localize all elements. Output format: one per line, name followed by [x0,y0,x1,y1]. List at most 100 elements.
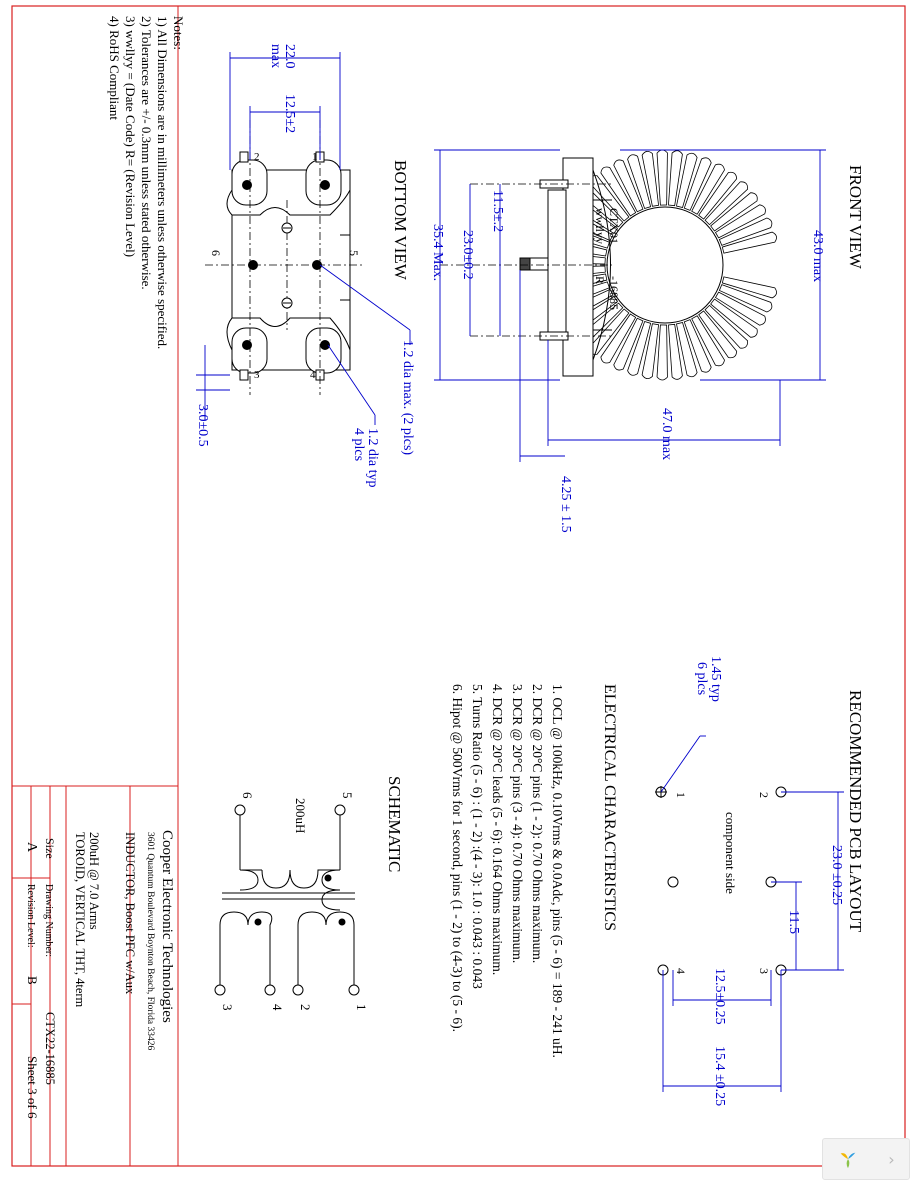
pcb-pin-3: 3 [757,968,771,974]
marking-line3: -16885 [607,276,621,310]
winding-turn [613,159,644,213]
toroid-marking: CTX01 wwllyy -16885 R [593,208,621,310]
pcb-dimensions [660,735,844,1092]
bottom-view: BOTTOM VIEW [195,44,415,488]
viewer-nav: › [822,1138,910,1180]
sheet-border [11,5,906,1167]
drawing-number: CTX22-16885 [43,1012,57,1085]
winding-turn [627,321,652,376]
notes-title: Notes: [171,16,186,50]
dim-front-width: 43.0 max [810,230,825,282]
note-item: 4) RoHS Compliant [107,16,122,120]
winding-turn [704,181,748,226]
polarity-dot [338,918,346,926]
bottom-view-dimensions [196,52,411,425]
schem-pin-1: 1 [354,1004,369,1011]
pcb-holes [655,786,787,976]
dim-pcb-c: 12.5±0.25 [712,968,727,1025]
winding-turn [721,276,777,299]
bottom-pin-3: 3 [254,369,260,381]
front-view-dim-text: 43.0 max 47.0 max 4.25 ± 1.5 11.5±.2 23.… [430,190,825,533]
bottom-view-dim-text: 22.0 max 12.5±2 3.0±0.5 1.2 dia max. (2 … [195,44,415,488]
pcb-dim-text: 23.0 ±0.25 11.5 12.5±0.25 15.4 ±0.25 1.4… [694,656,844,1106]
winding-turn [691,315,725,367]
schematic-wiring [219,810,355,985]
front-view: FRONT VIEW CTX01 wwllyy -16885 [430,149,865,533]
winding-turn [718,284,773,313]
dim-bottom-inner: 12.5±2 [282,94,297,133]
winding-turn [698,310,738,359]
note-item: 1) All Dimensions are in millimeters unl… [155,16,170,349]
winding-turn [641,323,660,379]
schematic-labels: 5 6 1 2 4 3 200uH [220,792,369,1011]
part-desc-2: TOROID, VERTICAL THT, 4term [73,832,87,1008]
winding-turn [668,150,683,207]
part-title: INDUCTOR, Boost PFC w/Aux [123,832,137,995]
polarity-dot [254,918,262,926]
dim-standoff: 3.0±0.5 [195,404,210,447]
dim-front-height: 47.0 max [659,408,674,460]
winding-turn [714,291,766,326]
winding-turn [675,321,698,378]
title-block-text: Cooper Electronic Technologies 3601 Quan… [24,830,175,1119]
electrical-item: 1. OCL @ 100kHz, 0.10Vrms & 0.0Adc, pins… [550,684,565,1058]
toroid-inner [606,206,724,324]
front-view-title: FRONT VIEW [846,165,865,270]
electrical-item: 3. DCR @ 20°C pins (3 - 4): 0.70 Ohms ma… [510,684,525,963]
drawing-number-label: Drawing Number: [43,884,54,957]
winding-turn [641,151,660,207]
component-side-label: component side [723,812,738,894]
dim-base-c: 35.4 Max. [430,224,445,281]
bottom-pin-5: 5 [347,250,361,256]
schem-inductance: 200uH [293,798,308,833]
winding-turn [710,192,758,232]
schem-pin-4: 4 [270,1004,285,1011]
pin-dot [248,260,258,270]
winding-turn [613,317,644,371]
winding-turn [721,231,777,254]
terminal [214,984,226,996]
pcb-layout: RECOMMENDED PCB LAYOUT 1 2 3 4 component… [655,656,865,1106]
terminal [334,804,346,816]
bottom-pin-labels: 1 2 3 4 5 6 [209,151,361,381]
marking-line1: CTX01 [607,208,621,244]
hole-note: 1.45 typ [708,656,723,702]
marking-line4: R [593,276,607,284]
callout-mount-hole: 1.2 dia max. (2 plcs) [400,340,415,455]
sheet-number: Sheet 3 of 6 [25,1056,40,1119]
dim-pcb-b: 11.5 [786,910,801,934]
company-address: 3601 Quantum Boulevard Boynton Beach, Fl… [145,832,155,1050]
revision-label: Revision Level: [25,884,36,948]
electrical-item: 5. Turns Ratio (5 - 6) : (1 - 2) :(4 - 3… [470,684,485,989]
schematic-title: SCHEMATIC [385,776,404,872]
winding-turn [683,157,712,211]
chevron-right-icon[interactable]: › [888,1149,895,1169]
dim-base-b: 23.0±0.2 [460,230,475,280]
bottom-view-title: BOTTOM VIEW [391,160,410,281]
winding-turn [600,166,637,217]
callout-pin-hole: 1.2 dia typ [365,428,380,488]
pin-dot [242,340,252,350]
pin-dot [242,180,252,190]
terminal [292,984,304,996]
pin-dot [312,260,322,270]
size-label: Size [43,838,57,859]
winding-turn [668,323,683,380]
bottom-pins [242,180,330,350]
schem-pin-6: 6 [240,792,255,799]
winding-turn [698,171,738,220]
schem-pin-5: 5 [340,792,355,799]
callout-pin-hole-b: 4 plcs [351,428,366,461]
winding-turn [718,217,773,246]
note-item: 2) Tolerances are +/- 0.3mm unless state… [139,16,154,290]
bottom-pin-4: 4 [310,369,316,381]
schem-pin-2: 2 [298,1004,313,1011]
dim-bottom-outer-b: max [268,44,283,68]
winding-turn [600,313,637,364]
revision-value: B [25,976,40,985]
hole-note-b: 6 plcs [694,662,709,695]
marking-line2: wwllyy [593,208,607,244]
winding-turn [627,154,652,209]
terminal [264,984,276,996]
pcb-hole [667,876,679,888]
